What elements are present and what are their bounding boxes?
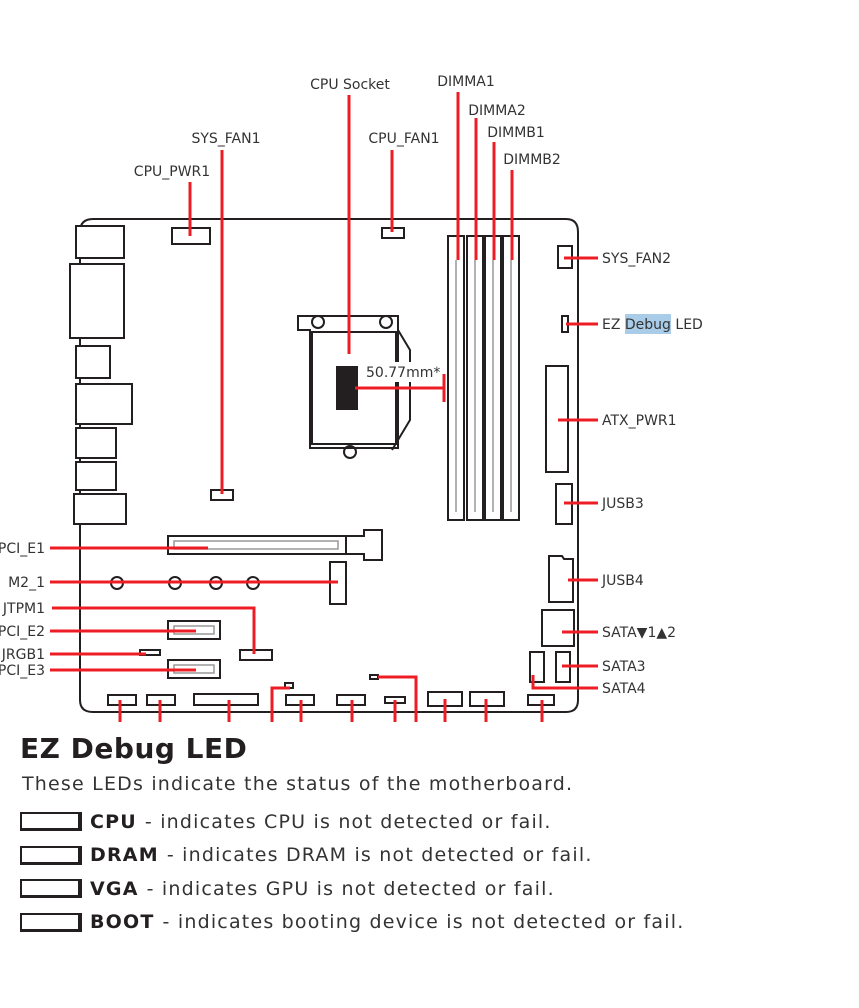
- led-item-vga: VGA - indicates GPU is not detected or f…: [20, 872, 850, 906]
- sata12-connector: [541, 609, 575, 647]
- board-outline: [79, 218, 579, 713]
- label-jtpm1: JTPM1: [2, 601, 45, 617]
- text-highlight: [625, 314, 671, 334]
- led-name: CPU: [90, 810, 137, 833]
- led-item-cpu: CPU - indicates CPU is not detected or f…: [20, 805, 850, 839]
- label-pci-e2: PCI_E2: [0, 624, 45, 640]
- label-sys-fan2: SYS_FAN2: [602, 251, 671, 267]
- label-led-part: LED: [671, 317, 703, 333]
- label-sys-fan1: SYS_FAN1: [191, 131, 260, 147]
- led-icon: [20, 812, 82, 832]
- label-m2-1: M2_1: [8, 575, 45, 591]
- led-desc: - indicates GPU is not detected or fail.: [146, 877, 555, 900]
- led-item-boot: BOOT - indicates booting device is not d…: [20, 906, 850, 940]
- led-desc: - indicates CPU is not detected or fail.: [144, 810, 552, 833]
- ez-debug-led-section: EZ Debug LED These LEDs indicate the sta…: [20, 732, 850, 939]
- led-icon: [20, 879, 82, 899]
- jusb4-connector: [548, 555, 574, 603]
- label-jrgb1: JRGB1: [1, 647, 45, 663]
- measurement-label-bg: [363, 362, 439, 382]
- label-pci-e1: PCI_E1: [0, 541, 45, 557]
- label-sata12: SATA▼1▲2: [602, 625, 676, 641]
- label-dimmb1: DIMMB1: [487, 125, 545, 141]
- label-cpu-socket: CPU Socket: [310, 77, 390, 93]
- led-desc: - indicates booting device is not detect…: [162, 911, 685, 934]
- label-cpu-fan1: CPU_FAN1: [368, 131, 439, 147]
- dimm-slots: [447, 235, 520, 521]
- label-ez-part: EZ: [602, 317, 625, 333]
- label-dimma2: DIMMA2: [468, 103, 526, 119]
- section-intro: These LEDs indicate the status of the mo…: [22, 773, 574, 795]
- motherboard-layout-diagram: 50.77mm* CPU Socket DIMMA1 DIMMA2 DIMMB1…: [0, 74, 703, 722]
- leader-lines: [50, 92, 598, 722]
- pcie-slots: [167, 529, 383, 679]
- label-sata4: SATA4: [602, 681, 646, 697]
- label-dimma1: DIMMA1: [437, 74, 495, 90]
- led-name: DRAM: [90, 844, 159, 867]
- label-pci-e3: PCI_E3: [0, 663, 45, 679]
- label-jusb4: JUSB4: [601, 573, 644, 589]
- section-title: EZ Debug LED: [20, 732, 248, 765]
- label-atx-pwr1: ATX_PWR1: [602, 413, 677, 429]
- led-name: VGA: [90, 877, 139, 900]
- measurement-label: 50.77mm*: [366, 365, 440, 381]
- led-icon: [20, 845, 82, 865]
- label-jusb3: JUSB3: [601, 496, 644, 512]
- led-name: BOOT: [90, 911, 155, 934]
- jtpm1-connector: [239, 649, 273, 661]
- label-debug-highlighted: Debug: [625, 317, 671, 333]
- io-panel: [69, 225, 133, 525]
- label-dimmb2: DIMMB2: [503, 152, 561, 168]
- cpu-socket: [297, 315, 411, 459]
- label-ez-debug-led: EZ Debug LED: [602, 317, 703, 333]
- led-icon: [20, 912, 82, 932]
- label-cpu-pwr1: CPU_PWR1: [134, 164, 210, 180]
- label-sata3: SATA3: [602, 659, 646, 675]
- sata4-connector: [529, 651, 545, 683]
- led-desc: - indicates DRAM is not detected or fail…: [166, 844, 593, 867]
- led-item-dram: DRAM - indicates DRAM is not detected or…: [20, 839, 850, 873]
